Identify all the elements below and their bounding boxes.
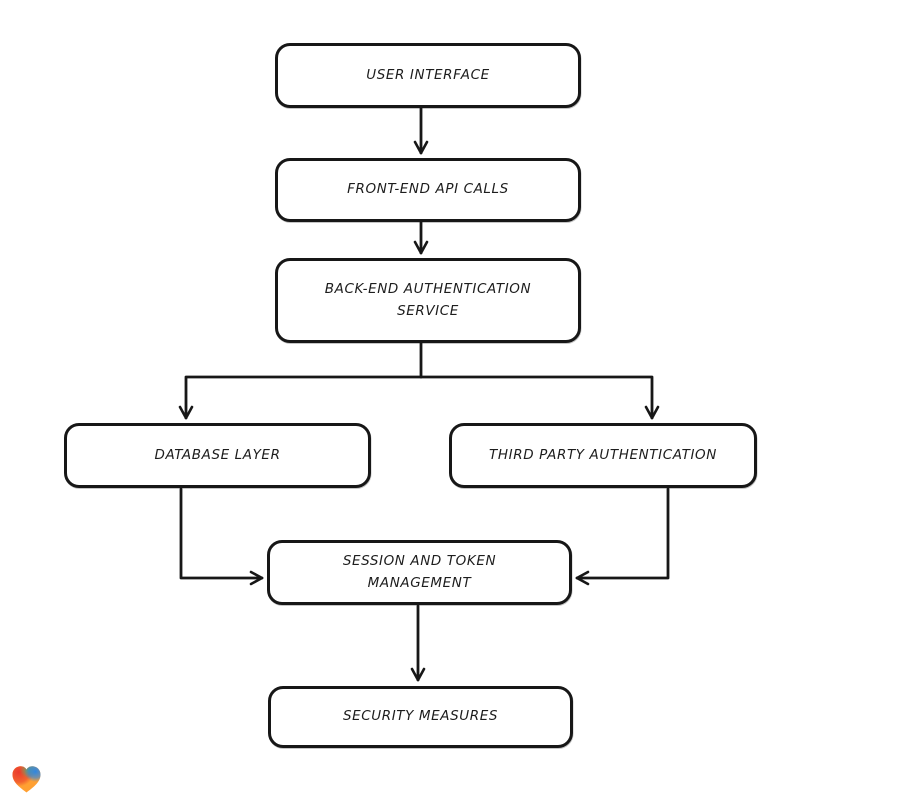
node-third-party-authentication[interactable]: THIRD PARTY AUTHENTICATION [449, 423, 757, 488]
node-session-and-token-management-label: SESSION AND TOKEN MANAGEMENT [342, 552, 497, 591]
node-front-end-api-calls-label: FRONT-END API CALLS [347, 181, 509, 198]
heart-icon [12, 766, 41, 793]
edge-back-end-authentication-service-to-database-layer[interactable] [178, 375, 423, 420]
gradient-heart-logo[interactable] [10, 763, 43, 796]
node-third-party-authentication-label: THIRD PARTY AUTHENTICATION [489, 446, 717, 463]
node-back-end-authentication-service-label: BACK-END AUTHENTICATION SERVICE [324, 280, 532, 319]
edge-database-layer-to-session-and-token-management[interactable] [179, 487, 264, 586]
node-database-layer[interactable]: DATABASE LAYER [64, 423, 371, 488]
node-user-interface[interactable]: USER INTERFACE [275, 43, 581, 108]
node-user-interface-label: USER INTERFACE [366, 66, 490, 83]
edge-back-end-authentication-service-to-third-party-authentication[interactable] [419, 375, 660, 420]
node-front-end-api-calls[interactable]: FRONT-END API CALLS [275, 158, 581, 222]
node-back-end-authentication-service[interactable]: BACK-END AUTHENTICATION SERVICE [275, 258, 581, 343]
node-database-layer-label: DATABASE LAYER [154, 446, 281, 463]
edge-third-party-authentication-to-session-and-token-management[interactable] [575, 487, 670, 586]
node-session-and-token-management[interactable]: SESSION AND TOKEN MANAGEMENT [267, 540, 572, 605]
node-security-measures-label: SECURITY MEASURES [342, 708, 499, 725]
node-security-measures[interactable]: SECURITY MEASURES [268, 686, 573, 748]
